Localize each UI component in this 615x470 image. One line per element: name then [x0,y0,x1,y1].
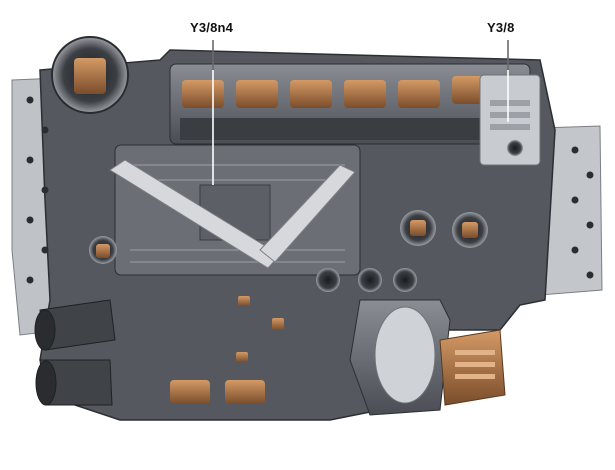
sensor-ports [89,210,488,264]
connector-bracket [439,329,506,406]
label-y3-8n4: Y3/8n4 [190,20,234,35]
solenoid-block-y3-8 [479,74,541,166]
top-coils [182,76,494,108]
center-bores [316,268,417,292]
bolt-holes [26,96,594,284]
fluid-pipes [34,299,116,406]
label-y3-8: Y3/8 [487,20,515,35]
